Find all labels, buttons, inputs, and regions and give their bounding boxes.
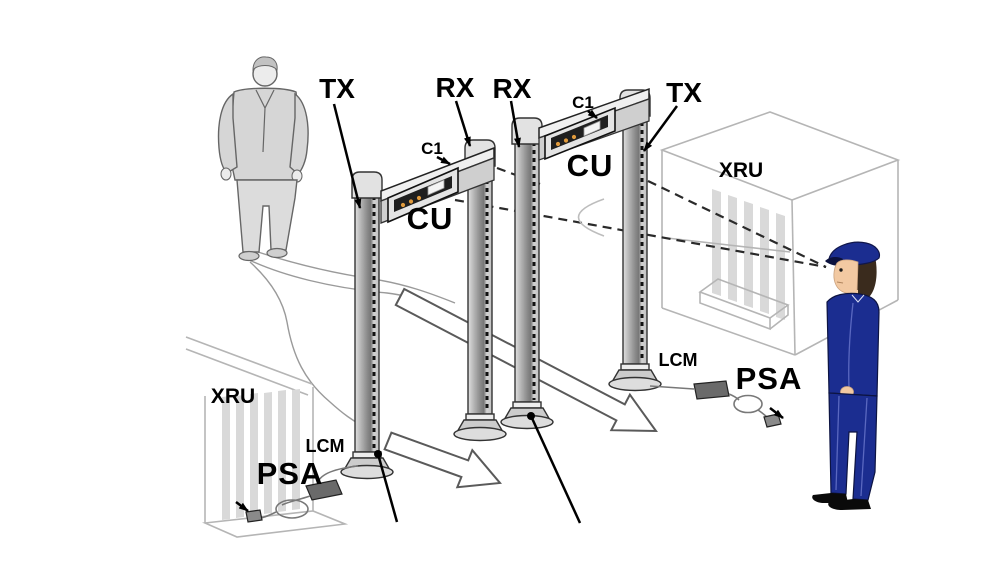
- guard-shoe: [828, 499, 871, 510]
- gate1-rx-foot: [453, 413, 507, 442]
- gate1-crossbar: [380, 146, 495, 224]
- led-dot: [416, 195, 422, 201]
- walking-path-lines: [244, 251, 456, 432]
- label-pointer-lines: [332, 100, 679, 209]
- gate-2: [500, 87, 784, 524]
- label-tx-gate1: TX: [319, 73, 355, 104]
- label-c1-gate1: C1: [421, 139, 443, 158]
- gate-1: [235, 139, 507, 523]
- xru-left-box: [185, 336, 349, 538]
- gate2-power-adapter: [693, 380, 730, 400]
- label-cu-gate1: CU: [407, 201, 454, 236]
- label-rx-gate1: RX: [436, 72, 475, 103]
- gate2-power-cable: [649, 380, 784, 428]
- guard-figure: [812, 241, 881, 510]
- guard-shoe: [812, 493, 848, 503]
- led-dot: [571, 134, 577, 140]
- gate2-tx-column: [608, 89, 662, 392]
- gate1-tx-foot: [340, 451, 394, 480]
- direction-arrow-front: [383, 431, 502, 489]
- gate2-rx-column: [500, 117, 554, 430]
- led-dot: [563, 138, 569, 143]
- label-tx-gate2: TX: [666, 77, 702, 108]
- gate2-tx-foot: [608, 363, 662, 392]
- gate1-power-adapter: [305, 479, 343, 501]
- label-rx-gate2: RX: [493, 73, 532, 104]
- label-psa-right: PSA: [736, 361, 803, 396]
- gate1-plug: [245, 509, 263, 523]
- xru-left-grill: [222, 389, 300, 520]
- gate2-rx-foot: [500, 401, 554, 430]
- gate2-crossbar: [538, 87, 650, 161]
- label-cu-gate2: CU: [567, 148, 614, 183]
- xru-right-tray: [698, 278, 790, 331]
- label-lcm-left: LCM: [306, 436, 345, 456]
- label-xru-left: XRU: [211, 385, 255, 408]
- label-psa-left: PSA: [257, 456, 324, 491]
- led-dot: [555, 141, 561, 147]
- person-hair: [252, 56, 278, 72]
- detection-field-curve: [577, 198, 605, 237]
- gate1-power-cable: [235, 465, 359, 523]
- guard-jacket: [826, 292, 880, 397]
- label-xru-right: XRU: [719, 159, 763, 182]
- label-c1-gate2: C1: [572, 93, 594, 112]
- guard-face: [833, 259, 859, 295]
- led-dot: [408, 199, 414, 204]
- gate1-control-unit: [387, 166, 459, 224]
- label-lcm-right: LCM: [659, 350, 698, 370]
- guard-eye: [839, 268, 843, 272]
- walking-person-figure: [217, 56, 309, 262]
- led-dot: [400, 202, 406, 208]
- gate1-rx-column: [453, 139, 507, 442]
